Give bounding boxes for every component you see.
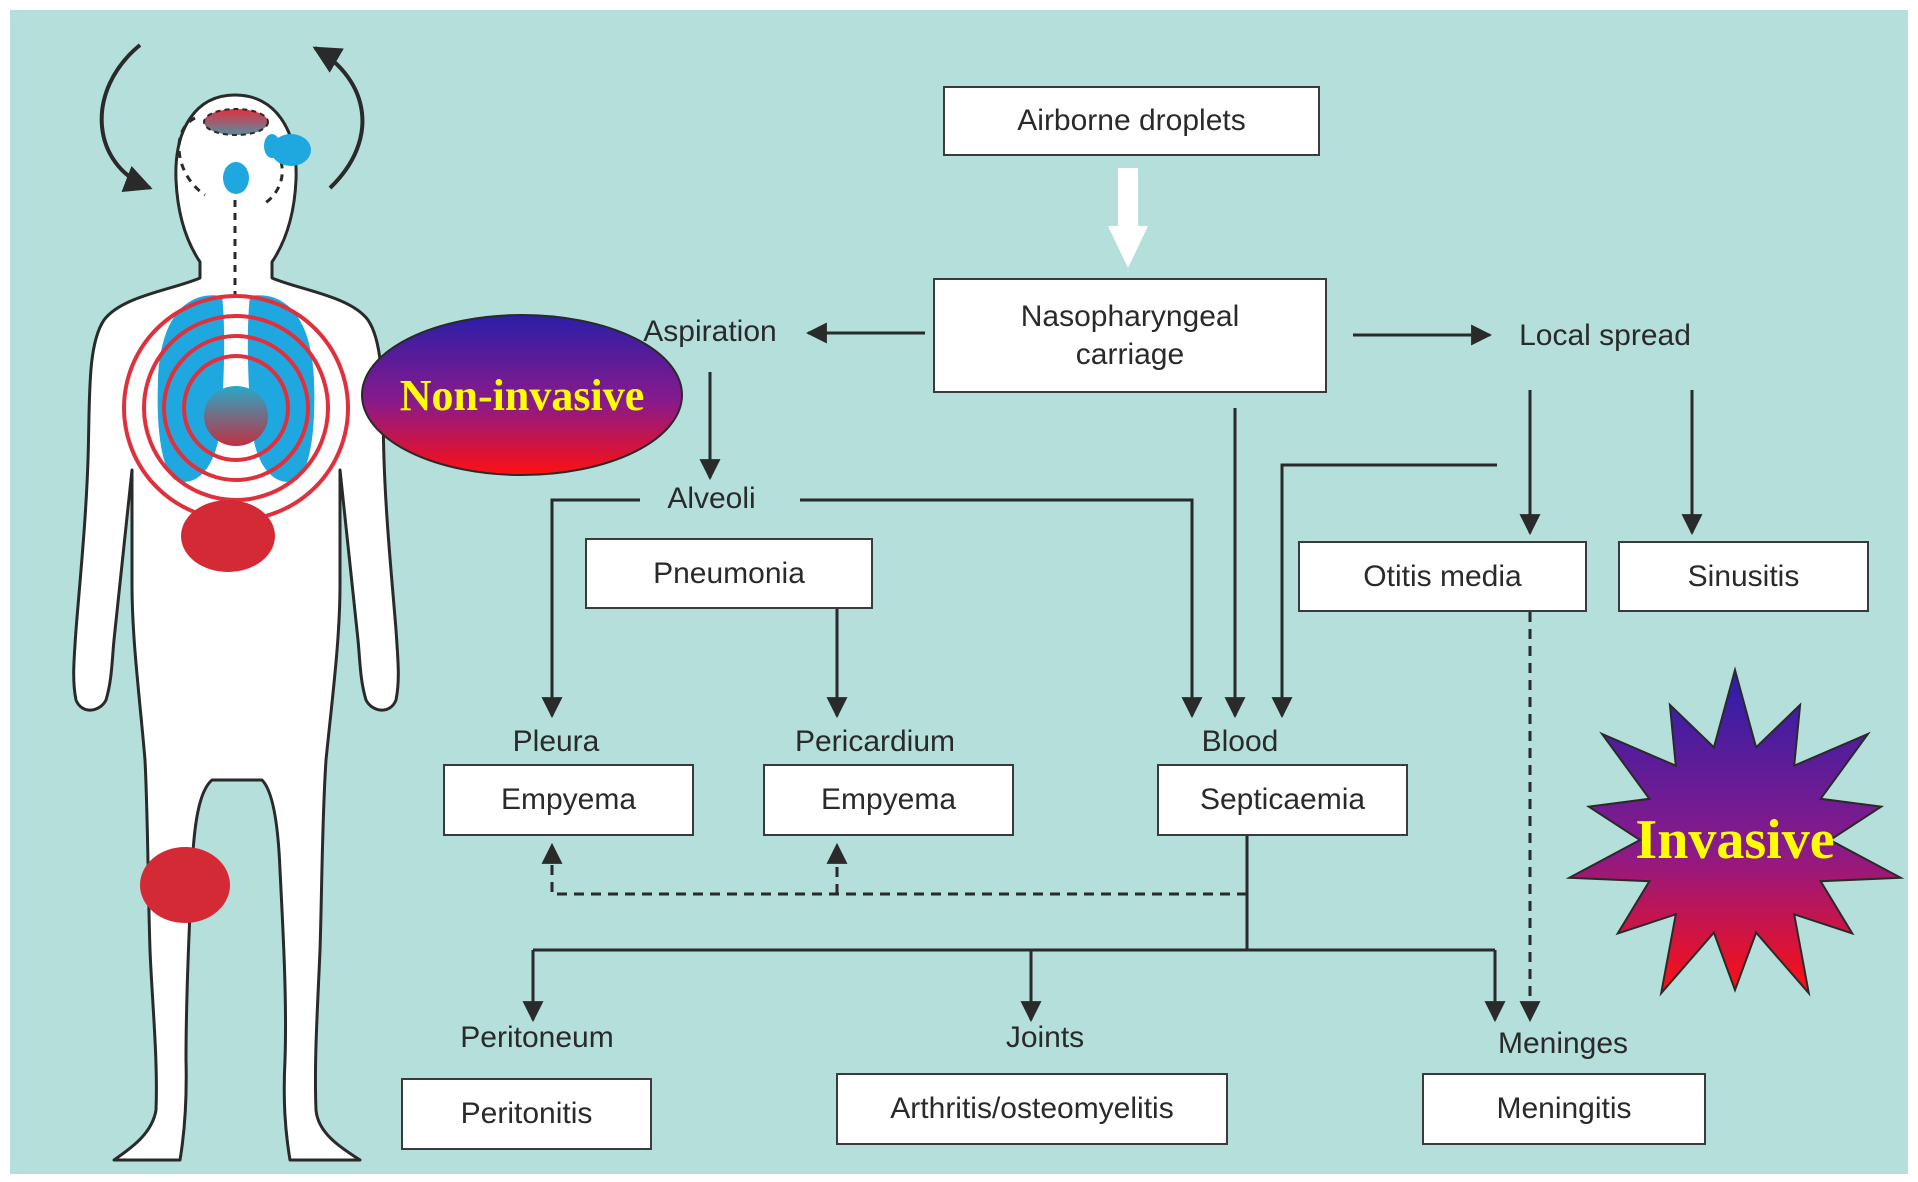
label-pleura: Pleura <box>512 725 600 758</box>
label-aspiration: Aspiration <box>643 315 777 348</box>
label-meninges: Meninges <box>1497 1027 1629 1060</box>
label-pericardium: Pericardium <box>794 725 956 758</box>
white-down-arrow-icon <box>1108 168 1148 268</box>
peritoneum-icon <box>181 500 275 572</box>
non-invasive-badge-shape <box>361 314 683 476</box>
label-peritoneum: Peritoneum <box>460 1021 614 1054</box>
heart-icon <box>204 386 268 446</box>
box-arthritis-osteomyelitis: Arthritis/osteomyelitis <box>836 1073 1228 1145</box>
box-empyema-pericardium: Empyema <box>763 764 1014 836</box>
label-alveoli: Alveoli <box>667 482 756 515</box>
box-airborne-droplets: Airborne droplets <box>943 86 1320 156</box>
knee-joint-icon <box>140 847 230 923</box>
non-invasive-badge: Non-invasive <box>399 370 645 420</box>
dashed-connectors <box>541 612 1541 1023</box>
box-sinusitis: Sinusitis <box>1618 541 1869 612</box>
label-local-spread: Local spread <box>1519 319 1691 352</box>
rotation-arrow-icon <box>99 43 365 193</box>
flow-connectors <box>522 322 1703 1023</box>
box-otitis-media: Otitis media <box>1298 541 1587 612</box>
concentric-rings-icon <box>122 294 350 522</box>
label-joints: Joints <box>1005 1021 1085 1054</box>
box-nasopharyngeal-carriage: Nasopharyngeal carriage <box>933 278 1327 393</box>
sinus-icon <box>203 108 311 194</box>
box-empyema-pleura: Empyema <box>443 764 694 836</box>
invasive-starburst-shape <box>1565 666 1905 997</box>
invasive-badge: Invasive <box>1635 809 1835 871</box>
label-blood: Blood <box>1201 725 1279 758</box>
box-meningitis: Meningitis <box>1422 1073 1706 1145</box>
box-septicaemia: Septicaemia <box>1157 764 1408 836</box>
box-peritonitis: Peritonitis <box>401 1078 652 1150</box>
box-pneumonia: Pneumonia <box>585 538 873 609</box>
